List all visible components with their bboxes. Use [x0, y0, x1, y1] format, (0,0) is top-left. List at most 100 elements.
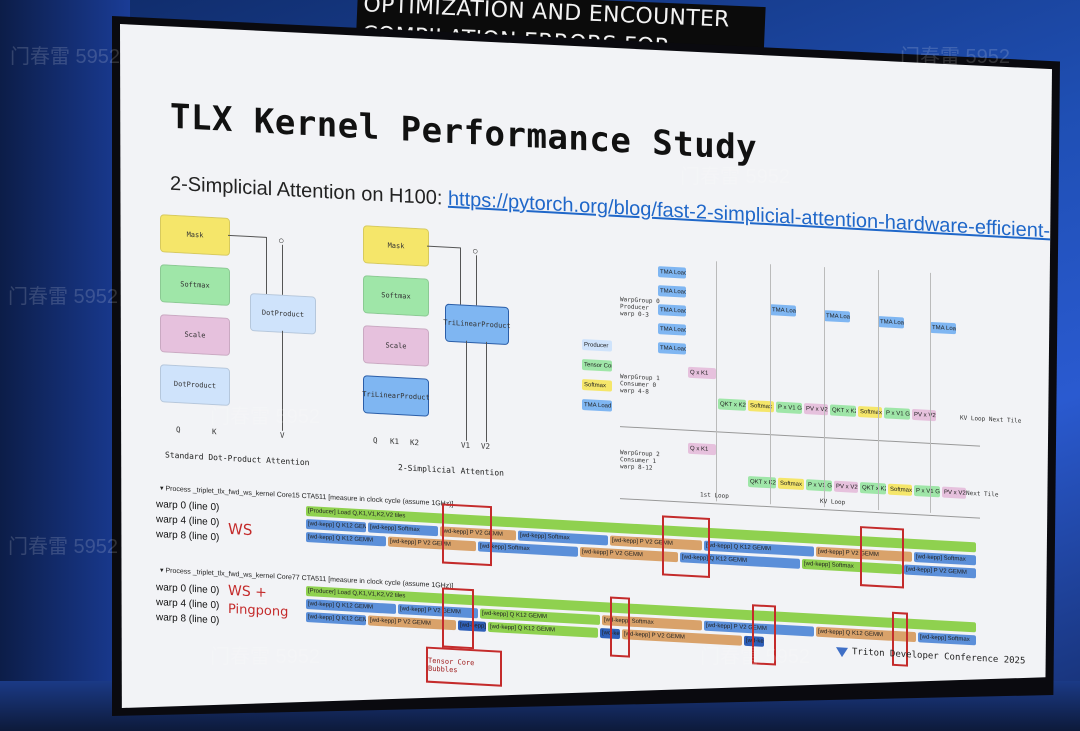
tma-load-k2: TMA Load K2: [658, 304, 686, 317]
op-softmax: Softmax: [778, 477, 804, 491]
op-qkt-k2-gemm: QKT x K2 GEMM: [830, 404, 856, 417]
op-p-v1-gemm: P x V1 GEMM: [914, 485, 940, 498]
op-q-k1: Q x K1: [688, 442, 716, 456]
bubble-highlight: [442, 503, 492, 567]
group-consumer0-label: WarpGroup 1 Consumer 0 warp 4-8: [620, 373, 660, 396]
std-caption: Standard Dot-Product Attention: [165, 450, 310, 468]
std-output-line: [282, 244, 283, 295]
op-p-v1-gemm: P x V1 GEMM: [806, 479, 832, 492]
trace-ws-seg: [wd-kepp] Q K12 GEMM: [306, 519, 366, 533]
simp-input-k2: K2: [410, 437, 420, 448]
op-qkt-k2-gemm: QKT x K2 GEMM: [718, 398, 746, 411]
note-kv-loop-next-tile: KV Loop Next Tile: [960, 414, 1022, 425]
op-pv-v2: PV x V2: [912, 408, 936, 422]
watermark: 门春雷 5952: [210, 406, 321, 428]
trace-pingpong-seg: [wd-kepp] Q K12 GEMM: [306, 599, 396, 614]
legend-softmax: Softmax: [582, 379, 612, 392]
annotation-ws-plus: WS +: [228, 582, 267, 601]
legend-producer: Producer: [582, 339, 612, 352]
simp-connector: [427, 245, 460, 249]
simp-mask-block: Mask: [363, 225, 429, 267]
std-input-q: Q: [176, 425, 181, 435]
op-qkt-k2-gemm: QKT x K2 GEMM: [860, 482, 886, 495]
op-softmax: Softmax: [888, 483, 912, 496]
watermark: 门春雷 5952: [900, 46, 1011, 68]
tma-load-q: TMA Load Q: [658, 266, 686, 279]
trace-ws-seg: [wd-kepp] Softmax: [368, 522, 438, 537]
watermark: 门春雷 5952: [8, 536, 119, 558]
std-dotproduct-v-block: DotProduct: [250, 293, 316, 335]
std-softmax-block: Softmax: [160, 264, 230, 306]
tma-load-tile: TMA Load V2: [930, 321, 956, 335]
simp-trilinear-block: TriLinearProduct: [362, 375, 430, 417]
slide-title: TLX Kernel Performance Study: [170, 96, 758, 169]
pipeline-gridline: [716, 261, 717, 502]
tensor-core-bubbles-callout: Tensor Core Bubbles: [426, 646, 502, 687]
trace-ws-warp0: warp 0 (line 0): [156, 498, 220, 514]
simp-output-node: ○: [473, 246, 478, 256]
pipeline-gridline: [930, 272, 931, 513]
op-pv-v2: PV x V2: [834, 480, 858, 493]
trace-ws-warp8: warp 8 (line 0): [156, 528, 220, 544]
simp-caption: 2-Simplicial Attention: [398, 463, 504, 478]
annotation-pingpong: Pingpong: [228, 601, 289, 621]
trace-pingpong-warp0: warp 0 (line 0): [156, 581, 220, 597]
watermark: 门春雷 5952: [8, 286, 119, 308]
legend-tma-load: TMA Load: [582, 399, 612, 412]
op-pv-v2: PV x V2: [942, 486, 966, 499]
conference-footer: Triton Developer Conference 2025: [836, 645, 1025, 667]
trace-ws-warp4: warp 4 (line 0): [156, 513, 220, 529]
pipeline-divider: [620, 426, 980, 447]
tma-load-tile: TMA Load V1: [878, 316, 904, 329]
presentation-slide: TLX Kernel Performance Study 2-Simplicia…: [120, 24, 1052, 708]
trace-pingpong-warp8: warp 8 (line 0): [156, 611, 220, 627]
pipeline-gridline: [878, 270, 879, 511]
simp-connector: [460, 247, 461, 305]
blog-link[interactable]: https://pytorch.org/blog/fast-2-simplici…: [447, 187, 1052, 249]
group-producer-label: WarpGroup 0 Producer warp 0-3: [620, 296, 660, 319]
triton-logo-icon: [836, 645, 848, 658]
simp-input-k1: K1: [390, 436, 400, 447]
bubble-highlight: [662, 515, 710, 578]
trace-pingpong-seg: [wd-kepp] Q K12 GEMM: [306, 612, 366, 626]
simp-scale-block: Scale: [363, 325, 429, 367]
std-connector: [266, 236, 267, 294]
note-next-tile: Next Tile: [966, 489, 999, 499]
slide-subtitle: 2-Simplicial Attention on H100: https://…: [170, 173, 1052, 250]
std-connector: [228, 234, 266, 238]
trace-ws-seg: [wd-kepp] Q K12 GEMM: [306, 532, 386, 547]
simp-v1-line: [466, 340, 467, 441]
std-mask-block: Mask: [160, 214, 230, 256]
room-left-wall: [0, 0, 130, 731]
trace-pingpong-warp4: warp 4 (line 0): [156, 596, 220, 612]
bubble-highlight: [610, 596, 630, 658]
op-p-v1-gemm: P x V1 GEMM: [884, 407, 910, 420]
simp-input-v1: V1: [461, 440, 471, 450]
legend-tensor-core: Tensor Core: [582, 359, 612, 372]
simp-output-line: [476, 255, 477, 306]
tma-load-v2: TMA Load V2: [658, 342, 686, 355]
watermark: 门春雷 5952: [700, 646, 811, 668]
simp-v2-line: [486, 341, 487, 442]
std-output-node: ○: [279, 235, 284, 245]
simp-trilinear-v-block: TriLinearProduct: [443, 303, 511, 346]
std-scale-block: Scale: [160, 314, 230, 356]
op-qkt-k2-gemm: QKT x K2 GEMM: [748, 476, 776, 489]
simp-softmax-block: Softmax: [363, 275, 429, 317]
trace-ws-seg: [wd-kepp] P V2 GEMM: [904, 564, 976, 579]
pipeline-gridline: [824, 267, 825, 508]
annotation-ws: WS: [228, 519, 253, 540]
tma-load-tile: TMA Load K1: [770, 304, 796, 317]
trace-pingpong-seg: [wd-kepp] Q K12 GEMM: [488, 621, 598, 638]
tma-load-tile: TMA Load K2: [824, 310, 850, 323]
tma-load-k1: TMA Load K1: [658, 285, 686, 298]
std-input-v: V: [280, 430, 285, 440]
simp-input-v2: V2: [481, 441, 491, 452]
watermark: 门春雷 5952: [10, 46, 121, 68]
watermark: 门春雷 5952: [680, 166, 791, 188]
tma-load-v1: TMA Load V1: [658, 323, 686, 336]
bubble-highlight: [442, 587, 474, 650]
pipeline-gridline: [770, 264, 771, 505]
trace-ws-seg: [wd-kepp] Softmax: [914, 552, 976, 566]
footer-text: Triton Developer Conference 2025: [852, 647, 1026, 667]
